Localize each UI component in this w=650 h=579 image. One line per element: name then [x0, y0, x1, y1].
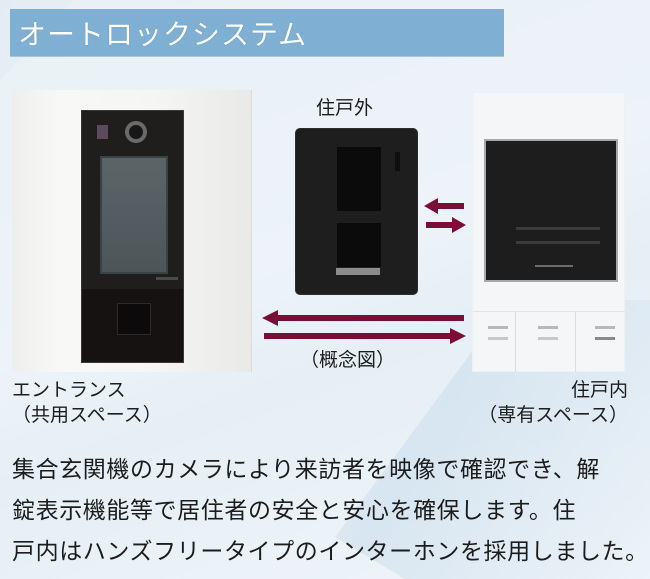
diagram-caption: （概念図） [300, 349, 396, 371]
inunit-label: 住戸内 [570, 379, 628, 401]
key-reader-icon [117, 303, 151, 335]
entrance-intercom-image [81, 110, 184, 363]
outside-label: 住戸外 [316, 97, 374, 119]
monitor-key-panel [473, 311, 626, 372]
door-station-image [295, 128, 418, 295]
call-button [337, 223, 381, 267]
monitor-button-row [516, 227, 600, 230]
monitor-key [538, 326, 558, 340]
bidirectional-long-arrow-icon [262, 310, 466, 344]
room-monitor-image [472, 92, 626, 372]
bidirectional-arrow-icon [424, 198, 466, 233]
description-paragraph: 集合玄関機のカメラにより来訪者を映像で確認でき、解 錠表示機能等で居住者の安全と… [12, 450, 649, 573]
inunit-label-block: 住戸内 （専有スペース） [478, 378, 628, 428]
brand-mark [156, 277, 178, 280]
monitor-screen [484, 139, 618, 282]
description-line: 集合玄関機のカメラにより来訪者を映像で確認でき、解 [12, 457, 600, 483]
indicator-light-icon [97, 125, 108, 139]
name-plate [336, 268, 380, 275]
title-bar: オートロックシステム [10, 9, 504, 57]
monitor-key [488, 326, 508, 340]
entrance-label-block: エントランス （共用スペース） [12, 378, 162, 428]
monitor-button-row [516, 241, 600, 244]
page-title: オートロックシステム [18, 17, 308, 51]
divider [515, 312, 516, 372]
camera-lens-icon [125, 121, 147, 143]
entrance-sublabel: （共用スペース） [12, 404, 162, 426]
inunit-sublabel: （専有スペース） [478, 404, 628, 426]
speaker-grille [337, 147, 381, 211]
description-line: 錠表示機能等で居住者の安全と安心を確保します。住 [12, 498, 577, 524]
entrance-label: エントランス [12, 379, 126, 401]
intercom-screen [100, 156, 168, 274]
divider [575, 312, 576, 372]
indicator-light-icon [395, 152, 400, 171]
monitor-key [595, 326, 615, 340]
description-line: 戸内はハンズフリータイプのインターホンを採用しました。 [12, 539, 649, 565]
monitor-indicator [535, 265, 573, 267]
